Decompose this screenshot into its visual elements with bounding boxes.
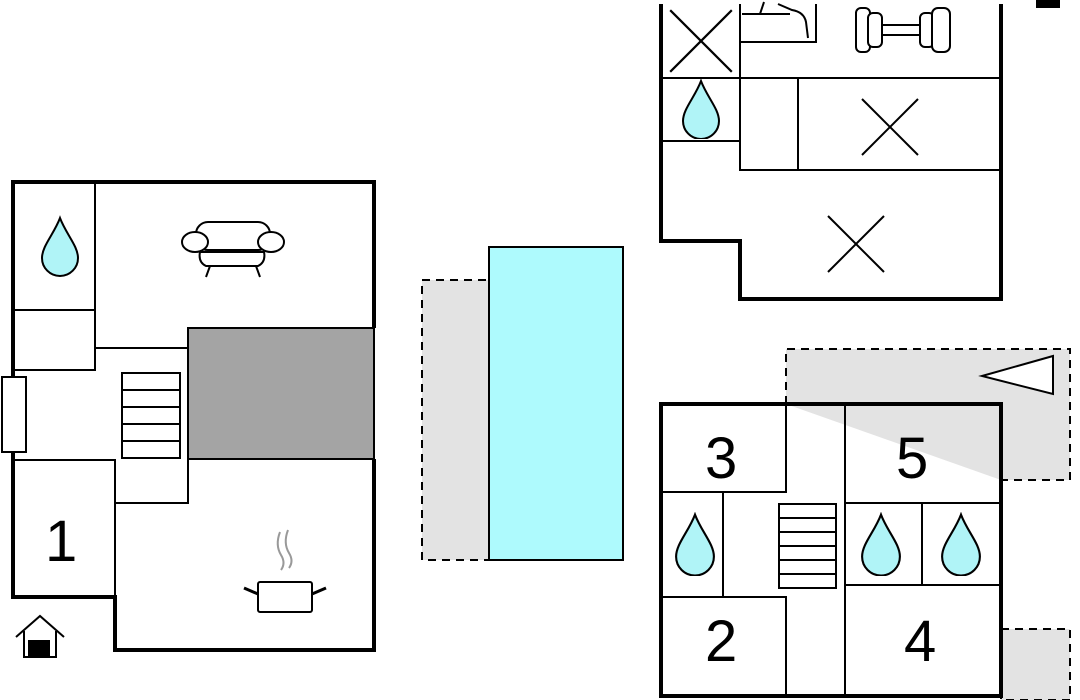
bed-x-icon bbox=[860, 97, 920, 157]
covered-area bbox=[187, 327, 375, 460]
stairs-icon bbox=[121, 372, 181, 459]
entrance-house-icon bbox=[15, 614, 65, 658]
entrance-door bbox=[1, 376, 27, 453]
water-drop-icon bbox=[682, 80, 720, 139]
annex-outer-wall bbox=[659, 4, 1003, 301]
main-house-outer-wall bbox=[11, 180, 376, 652]
bed-x-icon bbox=[826, 214, 886, 274]
swimming-pool bbox=[488, 246, 624, 561]
bedroom-building-outer-wall bbox=[659, 402, 1003, 698]
terrace-arrow-icon bbox=[978, 354, 1054, 396]
sofa-icon bbox=[181, 221, 285, 278]
pool-area bbox=[421, 246, 624, 561]
cooking-pot-icon bbox=[243, 529, 327, 613]
room-number-1: 1 bbox=[45, 509, 77, 574]
main-house: 1 bbox=[1, 180, 376, 658]
bedroom-building: 3 5 2 4 bbox=[659, 348, 1071, 700]
stairs-icon bbox=[778, 503, 837, 589]
annex-building bbox=[659, 0, 1060, 301]
room-number-2: 2 bbox=[705, 609, 737, 674]
water-drop-icon bbox=[941, 513, 981, 576]
room-number-4: 4 bbox=[904, 609, 936, 674]
water-drop-icon bbox=[861, 513, 901, 576]
room-number-3: 3 bbox=[705, 426, 737, 491]
fitness-dumbbell-icon bbox=[855, 7, 951, 53]
room-number-5: 5 bbox=[896, 426, 928, 491]
bed-x-icon bbox=[669, 9, 733, 73]
water-drop-icon bbox=[40, 216, 80, 278]
corner-marker bbox=[1036, 0, 1060, 8]
terrace-lower bbox=[1000, 628, 1071, 700]
pool-terrace bbox=[421, 279, 493, 561]
sauna-icon bbox=[742, 1, 809, 39]
water-drop-icon bbox=[675, 513, 715, 576]
